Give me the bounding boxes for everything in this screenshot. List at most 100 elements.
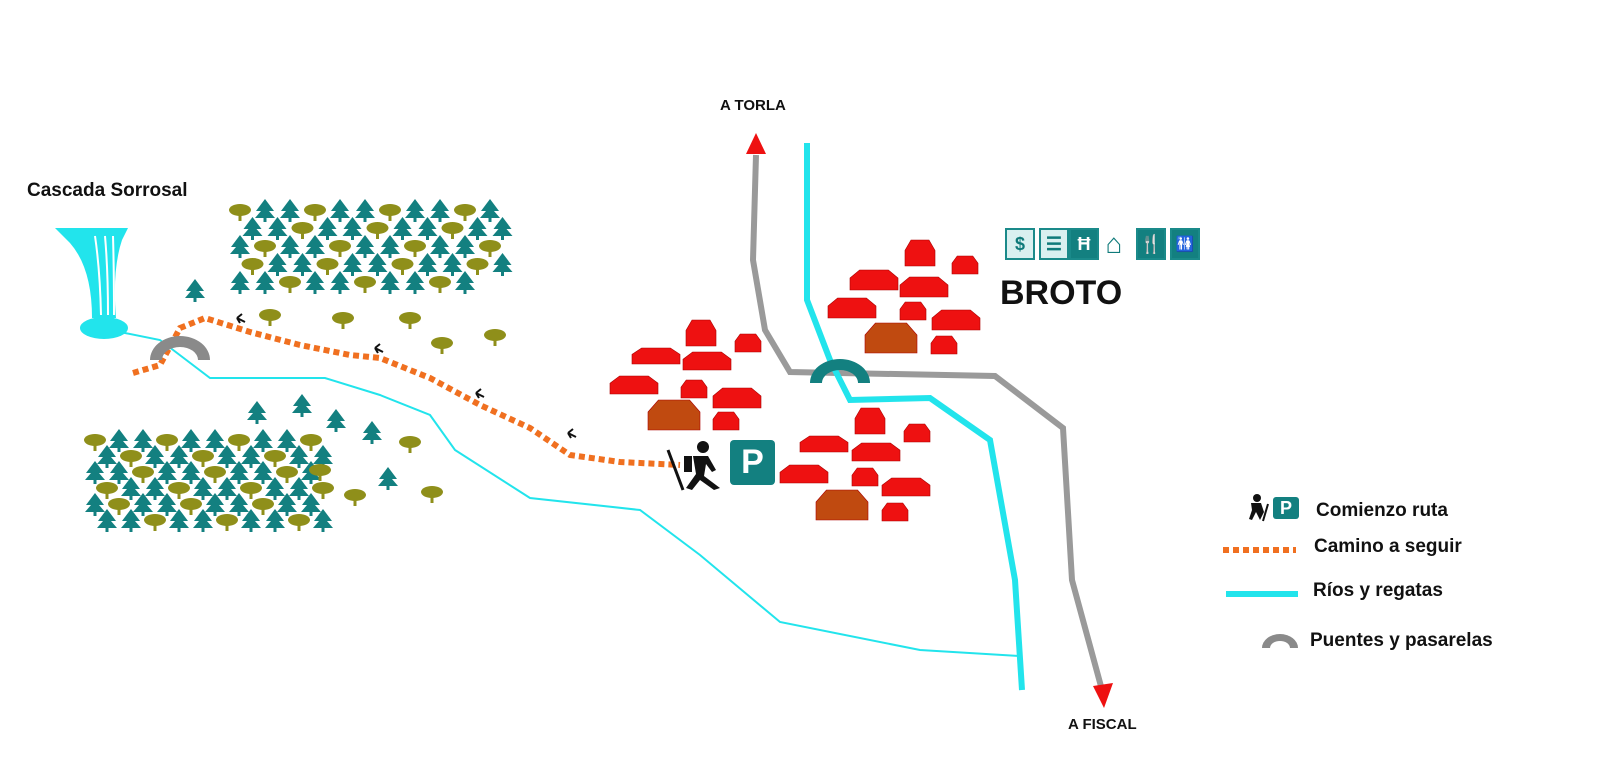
picnic-icon: Ħ <box>1069 228 1099 260</box>
house-icon <box>930 335 958 355</box>
house-body <box>899 301 927 321</box>
house-icon <box>680 379 708 399</box>
bridge-icon <box>150 336 210 360</box>
deciduous-tree-icon <box>108 498 130 515</box>
conifer-tree-icon <box>265 477 285 500</box>
tree-crown <box>429 276 451 288</box>
deciduous-tree-icon <box>168 482 190 499</box>
tree-crown <box>228 434 250 446</box>
direction-arrows <box>236 313 577 439</box>
house-icon <box>899 301 927 321</box>
deciduous-tree-icon <box>431 337 453 354</box>
tree-crown <box>254 240 276 252</box>
tree-crown <box>132 466 154 478</box>
river <box>804 143 1025 691</box>
tree-crown <box>204 466 226 478</box>
deciduous-tree-icon <box>240 482 262 499</box>
deciduous-tree-icon <box>421 486 443 503</box>
tree-crown <box>156 434 178 446</box>
conifer-tree-icon <box>317 217 338 240</box>
tree-crown <box>466 258 489 270</box>
house-body <box>881 477 931 497</box>
deciduous-tree-icon <box>229 204 251 221</box>
house-icon <box>899 276 949 298</box>
tree-trunk <box>440 347 444 354</box>
parking-icon: P <box>730 440 775 485</box>
house-icon <box>682 351 732 371</box>
deciduous-tree-icon <box>300 434 322 451</box>
tree-trunk <box>321 492 325 499</box>
tree-trunk <box>201 460 205 467</box>
deciduous-tree-icon <box>228 434 250 451</box>
tree-crown <box>312 482 334 494</box>
tree-trunk <box>285 476 289 483</box>
tree-crown <box>484 329 506 341</box>
conifer-tree-icon <box>280 235 300 258</box>
conifer-tree-icon <box>85 461 105 484</box>
house-icon <box>854 407 886 435</box>
tree-trunk <box>268 319 272 326</box>
deciduous-tree-icon <box>399 436 421 453</box>
deciduous-tree-icon <box>96 482 118 499</box>
house-body <box>631 347 681 365</box>
legend-parking-icon: P <box>1273 497 1299 519</box>
conifer-tree-icon <box>392 217 413 240</box>
house-body <box>951 255 979 275</box>
house-icon <box>734 333 762 353</box>
tree-trunk <box>401 268 404 275</box>
hostel-icon: ☰ <box>1039 228 1069 260</box>
tree-crown <box>240 482 262 494</box>
house-body <box>864 322 918 354</box>
tree-crown <box>279 276 301 288</box>
direction-arrow-icon <box>374 343 384 354</box>
tree-trunk <box>153 524 157 531</box>
legend-bridges-label: Puentes y pasarelas <box>1310 630 1493 651</box>
conifer-tree-icon <box>380 271 400 294</box>
house-body <box>647 399 701 431</box>
tree-trunk <box>105 492 109 499</box>
conifer-tree-icon <box>330 199 350 222</box>
stream <box>109 329 1021 657</box>
bank-icon: $ <box>1005 228 1035 260</box>
tree-crown <box>216 514 238 526</box>
restaurant-icon: 🍴 <box>1136 228 1166 260</box>
conifer-tree-icon <box>193 477 213 500</box>
tree-trunk <box>261 508 265 515</box>
deciduous-tree-icon <box>379 204 401 221</box>
tree-trunk <box>326 268 329 275</box>
tree-crown <box>229 204 251 216</box>
tree-crown <box>252 498 274 510</box>
deciduous-tree-icon <box>241 258 264 275</box>
house-body <box>799 435 849 453</box>
tree-trunk <box>251 268 254 275</box>
house-icon <box>779 464 829 484</box>
lodging-icon: ⌂ <box>1105 228 1123 259</box>
conifer-tree-icon <box>253 461 273 484</box>
deciduous-tree-icon <box>156 434 178 451</box>
tree-crown <box>366 222 389 234</box>
legend-rivers-label: Ríos y regatas <box>1313 580 1443 601</box>
tree-crown <box>241 258 264 270</box>
conifer-tree-icon <box>378 467 398 490</box>
tree-trunk <box>93 444 97 451</box>
deciduous-tree-icon <box>454 204 476 221</box>
tree-crown <box>441 222 464 234</box>
tree-trunk <box>376 232 379 239</box>
conifer-tree-icon <box>229 461 249 484</box>
deciduous-tree-icon <box>332 312 354 329</box>
house-icon <box>609 375 659 395</box>
conifer-tree-icon <box>97 509 117 532</box>
tree-crown <box>354 276 376 288</box>
tree-trunk <box>488 250 492 257</box>
conifer-tree-icon <box>157 493 177 516</box>
tree-crown <box>276 466 298 478</box>
legend-bridge-icon <box>1262 634 1298 648</box>
conifer-tree-icon <box>480 199 500 222</box>
tree-crown <box>264 450 286 462</box>
conifer-tree-icon <box>241 445 261 468</box>
tree-trunk <box>141 476 145 483</box>
deciduous-tree-icon <box>466 258 489 275</box>
south-destination-label: A FISCAL <box>1068 716 1137 733</box>
tree-crown <box>454 204 476 216</box>
tree-trunk <box>213 476 217 483</box>
